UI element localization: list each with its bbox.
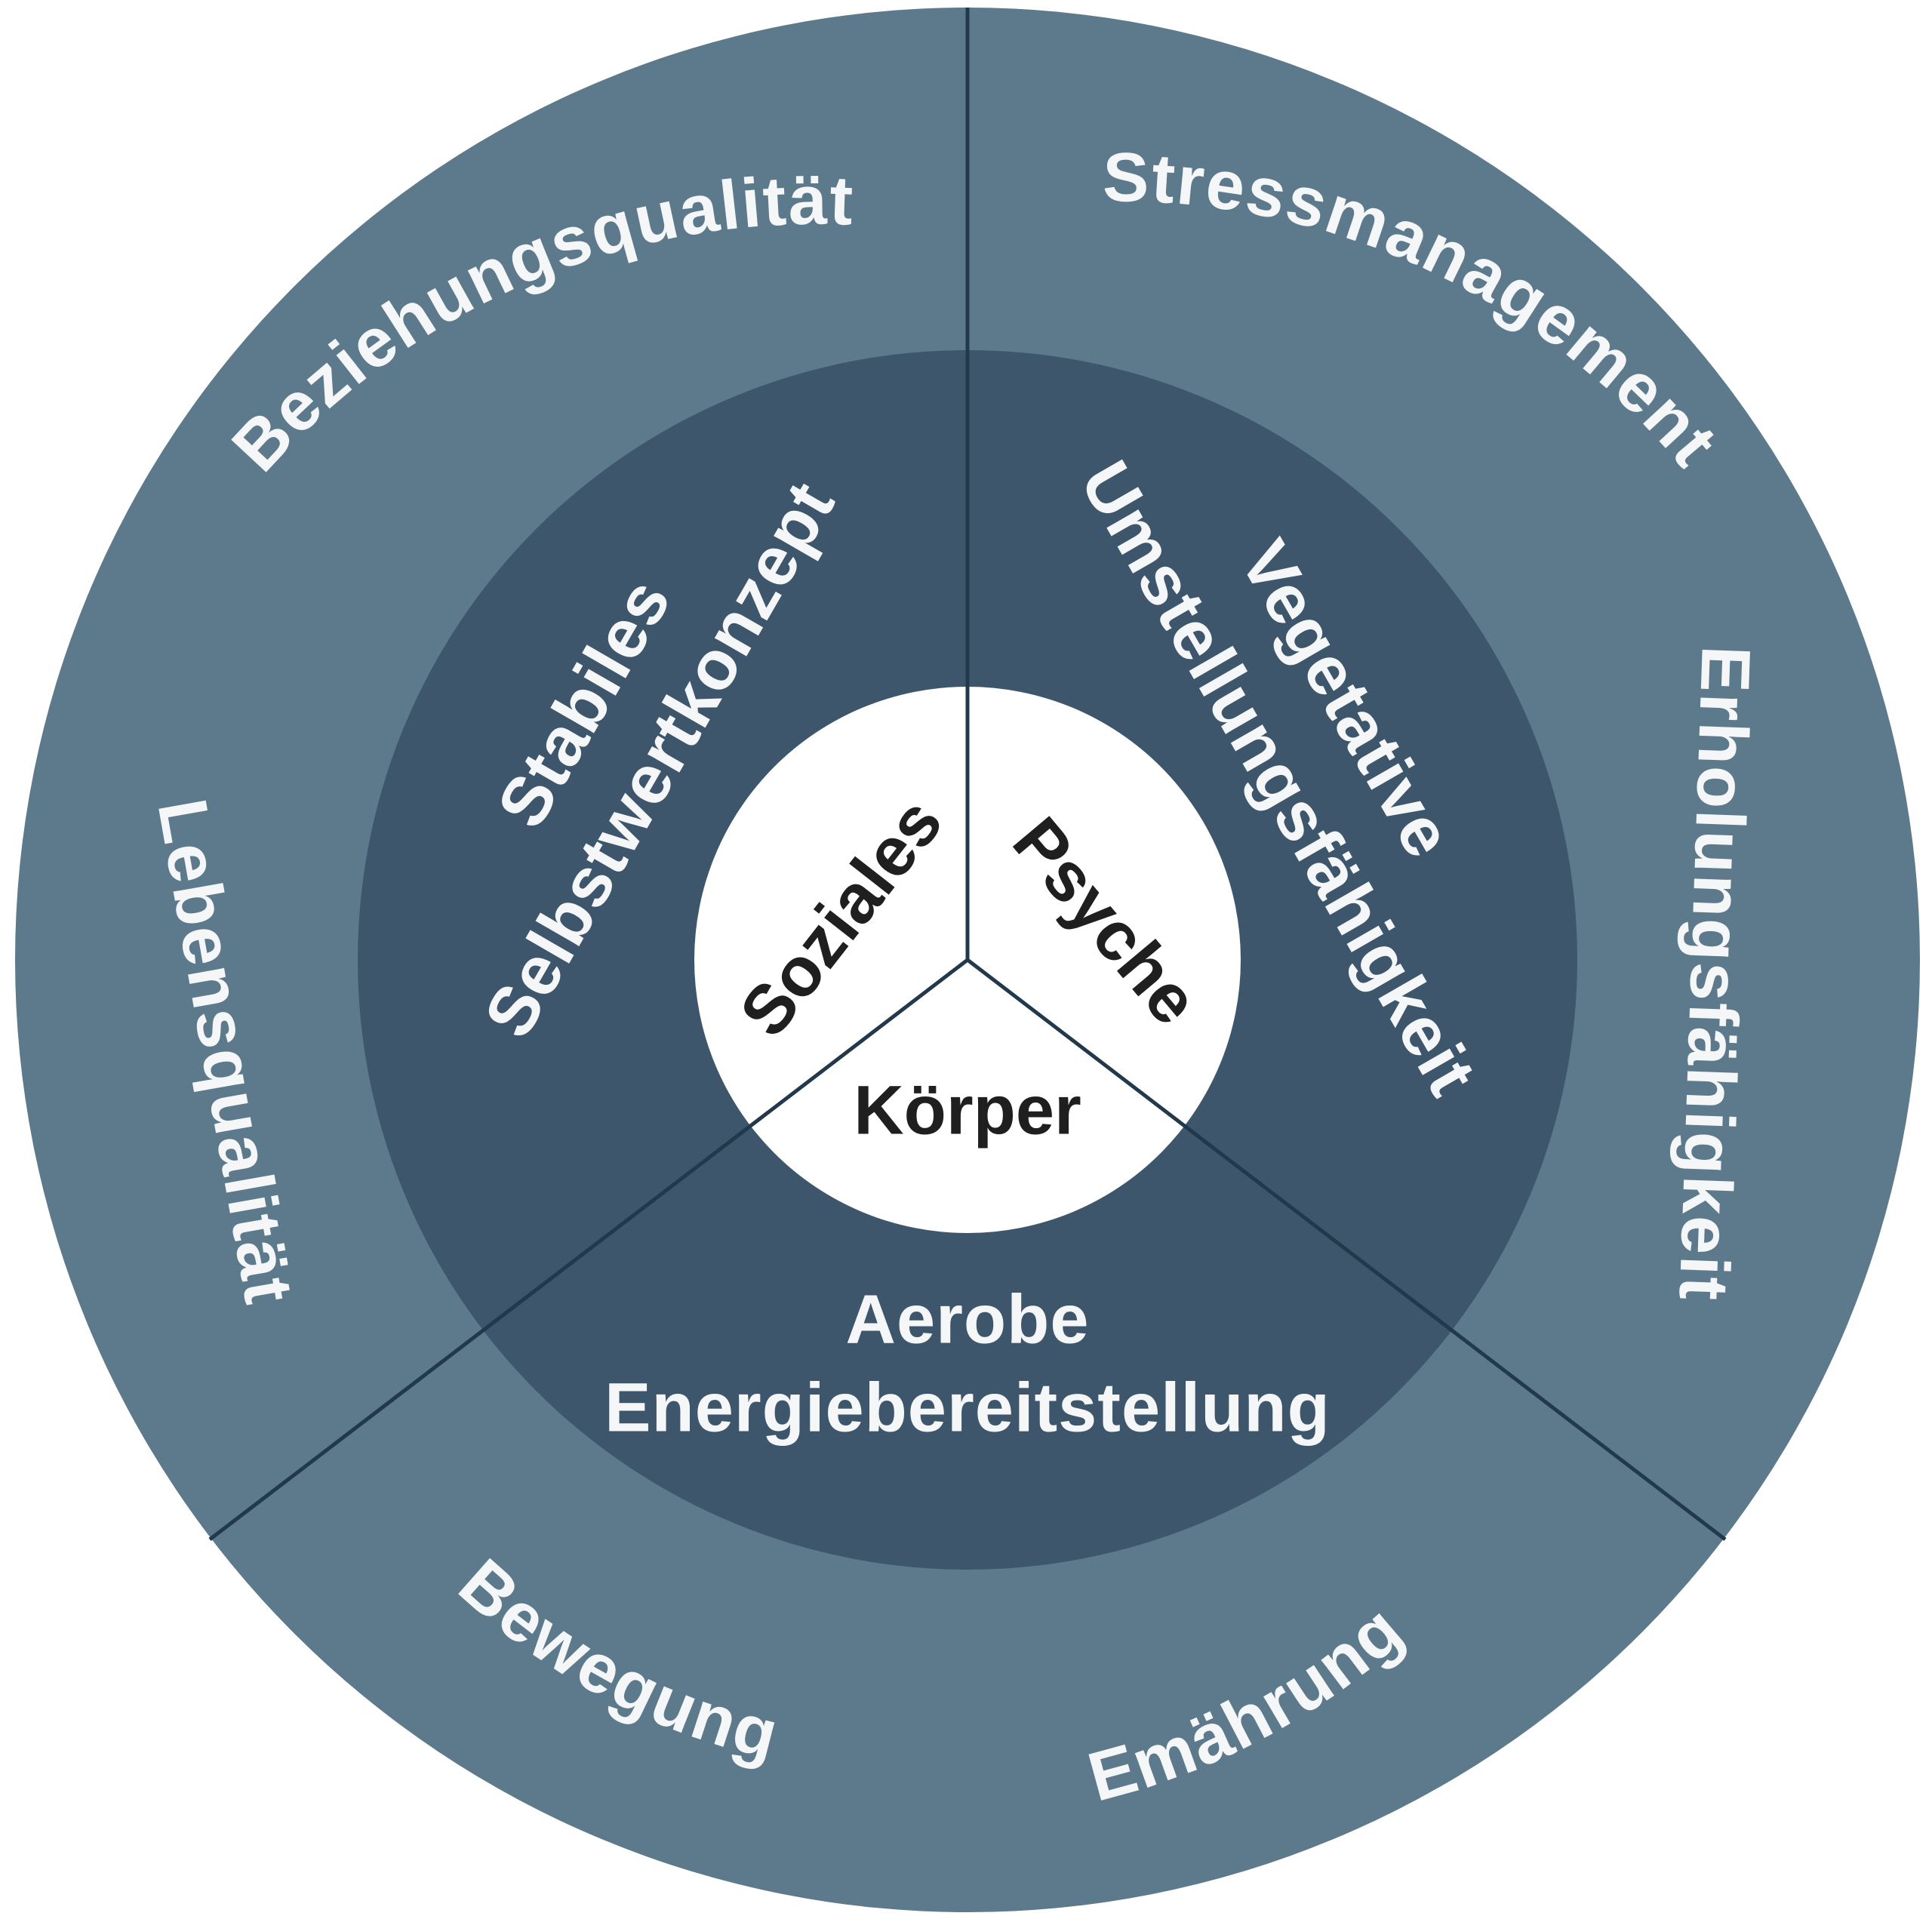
core-label-koerper: Körper bbox=[854, 1072, 1081, 1149]
divider-lower-left bbox=[208, 958, 969, 1541]
divider-lower-right bbox=[966, 958, 1727, 1541]
middle-label-koerper-line1: Aerobe bbox=[846, 1281, 1090, 1358]
sector-dividers bbox=[208, 8, 1727, 1541]
middle-label-koerper-line2: Energiebereitstellung bbox=[605, 1369, 1331, 1446]
